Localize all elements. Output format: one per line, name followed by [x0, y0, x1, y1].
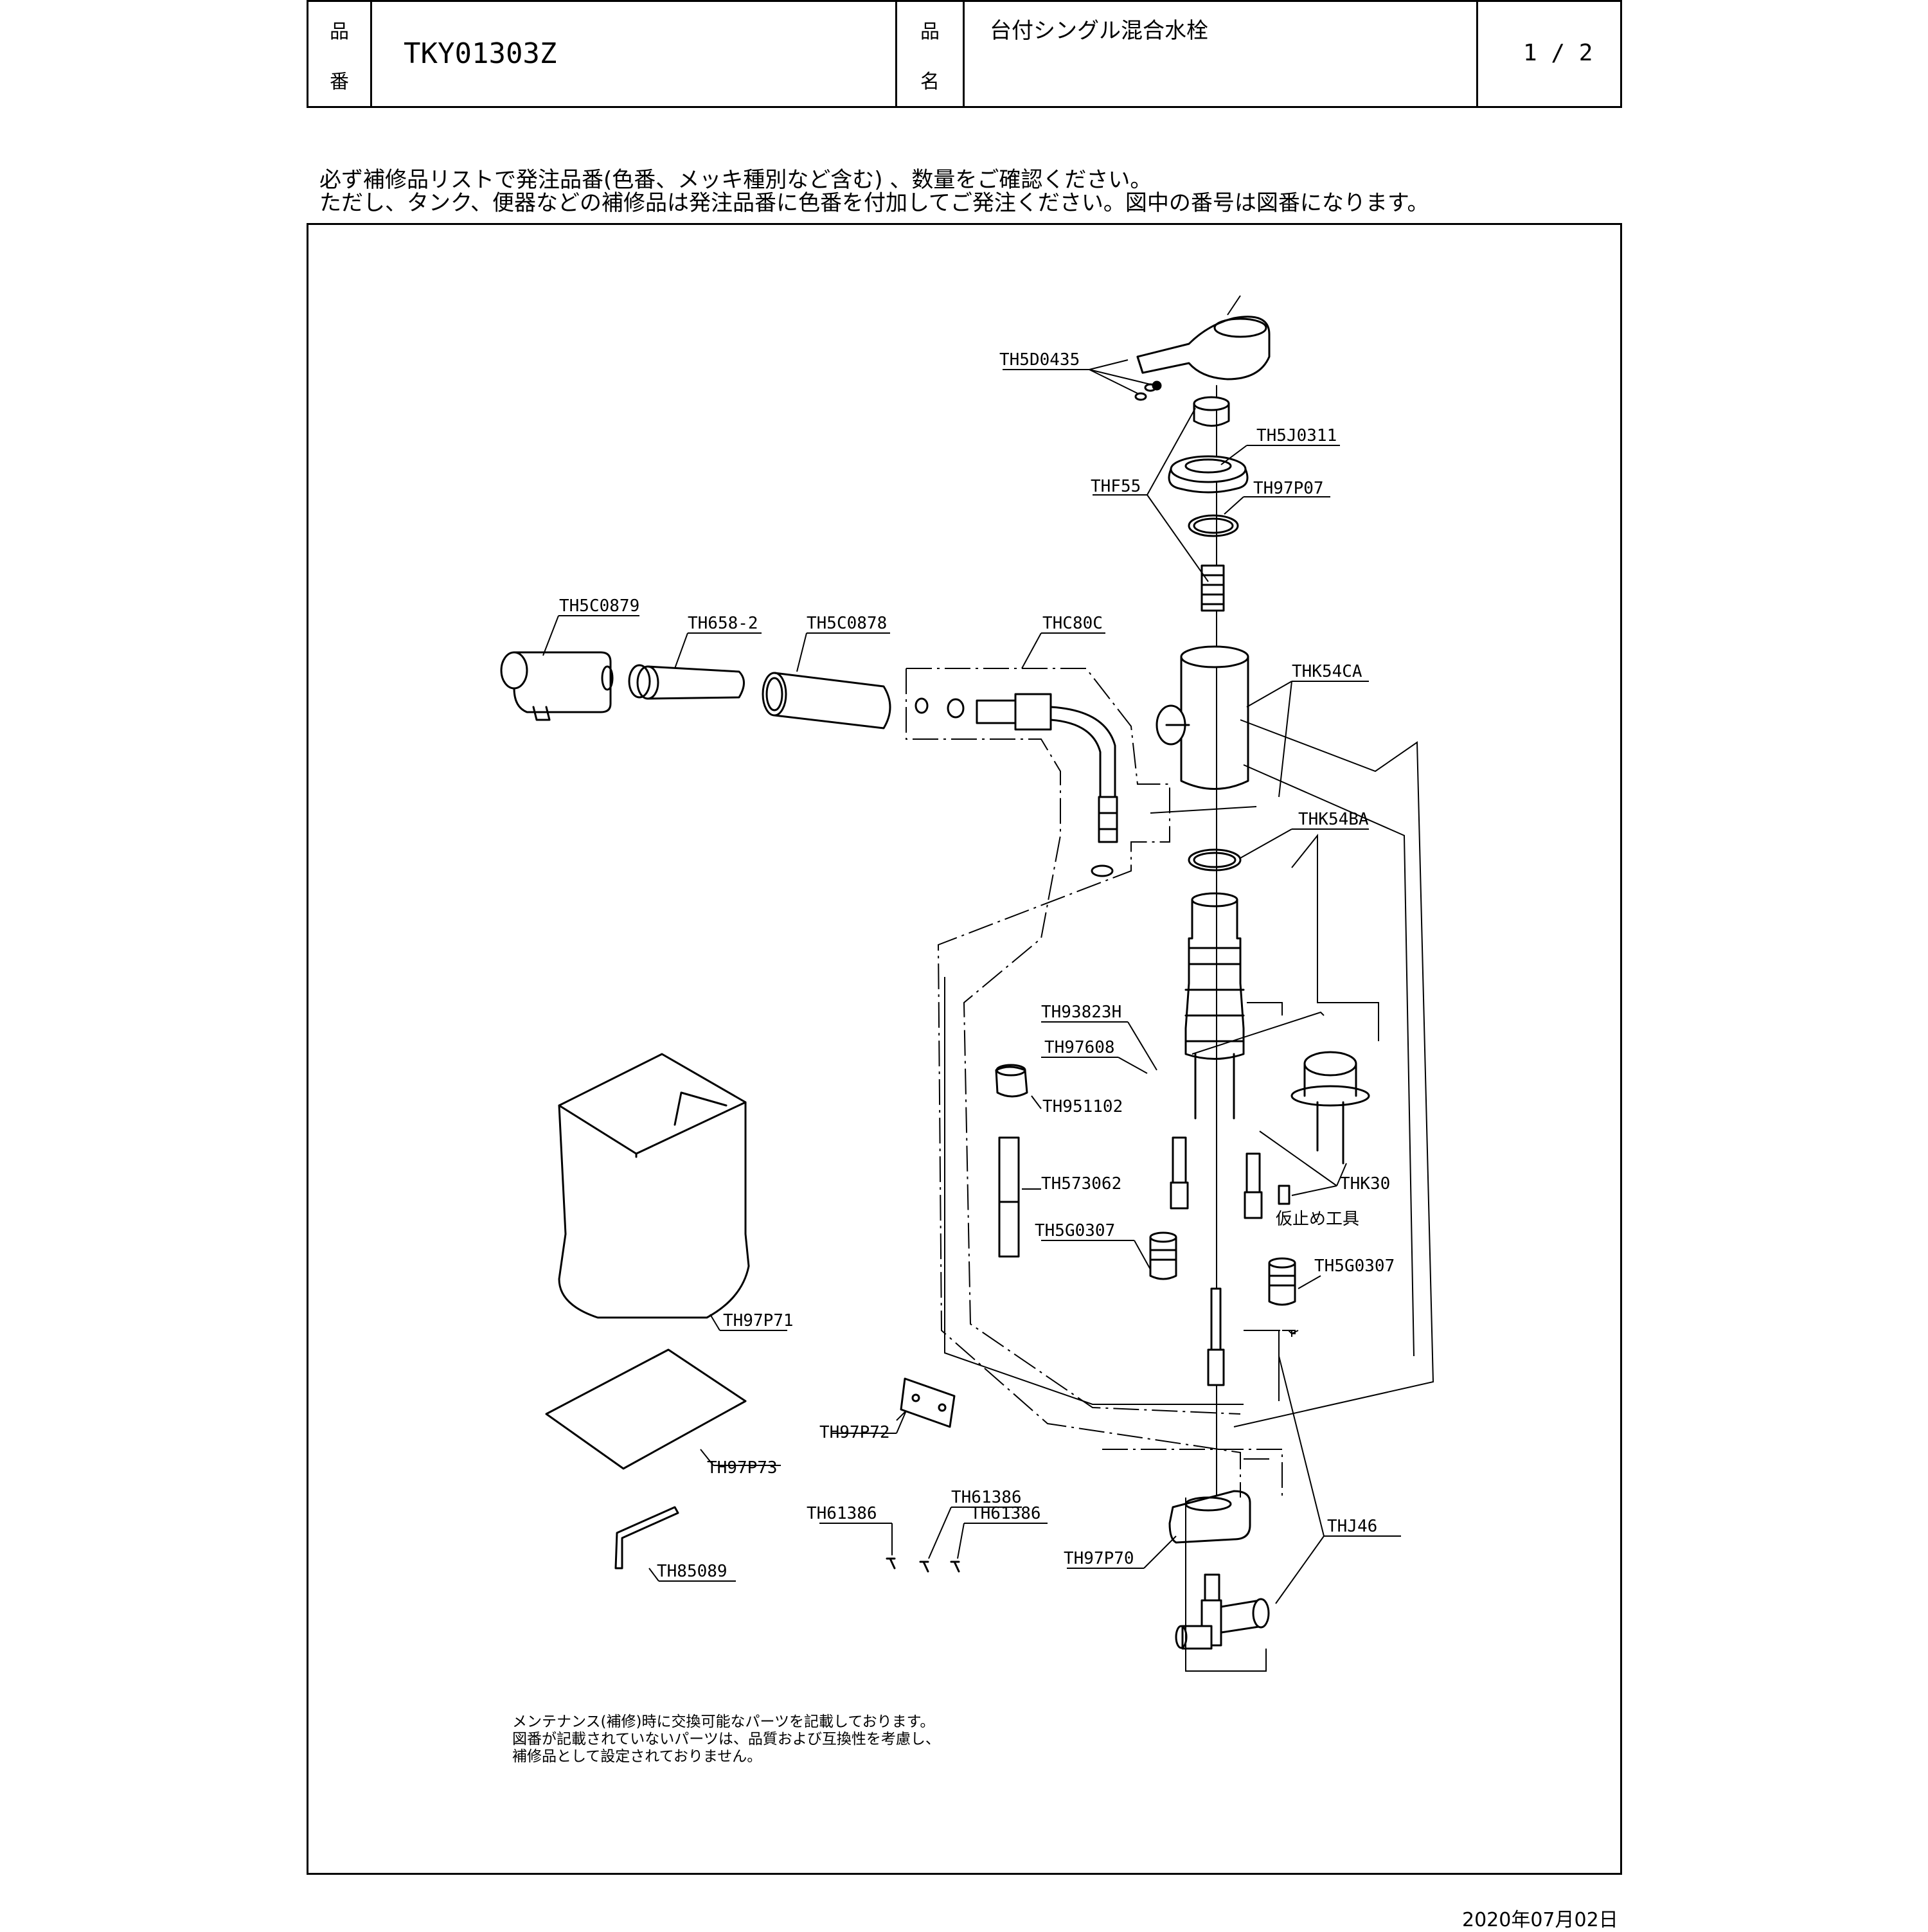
screw-part	[886, 1557, 896, 1570]
lower-assembly-outline	[1244, 1330, 1299, 1460]
part-label-TH5D0435: TH5D0435	[999, 350, 1080, 370]
hose-routing-outline-outer	[906, 668, 1241, 1498]
header-divider	[895, 0, 897, 108]
part-label-TH5J0311: TH5J0311	[1256, 426, 1337, 445]
order-note-line2: ただし、タンク、便器などの補修品は発注品番に色番を付加してご発注ください。図中の…	[319, 190, 1429, 216]
label-hinmei-2: 名	[920, 71, 940, 93]
part-label-THJ46: THJ46	[1327, 1517, 1377, 1536]
hose-assembly-part	[976, 693, 1118, 877]
spout-body-part	[1156, 645, 1249, 790]
threaded-insert-part	[1201, 564, 1225, 612]
part-label-TH5G0307-left: TH5G0307	[1035, 1221, 1115, 1240]
hex-wrench-part	[614, 1506, 679, 1570]
mounting-plate-part	[900, 1377, 956, 1428]
part-label-TH951102: TH951102	[1042, 1097, 1123, 1116]
part-label-TH658-2: TH658-2	[688, 614, 758, 633]
part-label-TH5C0878: TH5C0878	[807, 614, 887, 633]
drawing-frame	[307, 223, 1622, 1875]
washer-part	[915, 697, 929, 714]
part-label-TH97608: TH97608	[1044, 1038, 1115, 1057]
temporary-fix-tool	[1278, 1185, 1290, 1205]
screw-part	[1134, 392, 1147, 401]
header-divider	[1476, 0, 1478, 108]
part-label-TH85089: TH85089	[657, 1562, 727, 1581]
part-label-TH97P71: TH97P71	[723, 1311, 794, 1330]
label-hinban-2: 番	[330, 71, 349, 93]
lever-handle-part	[1136, 316, 1271, 391]
cold-supply-hose-part	[1244, 1152, 1263, 1219]
mounting-bracket-part	[1290, 1051, 1370, 1165]
part-label-TH97P73: TH97P73	[707, 1458, 778, 1478]
screw-part	[919, 1561, 929, 1573]
order-note-line1: 必ず補修品リストで発注品番(色番、メッキ種別など含む) 、数量をご確認ください。	[319, 167, 1152, 193]
part-label-TH61386-c: TH61386	[970, 1504, 1041, 1523]
fitting-part-left	[1149, 1231, 1177, 1280]
part-label-THK54CA: THK54CA	[1292, 662, 1362, 681]
shower-head-part	[500, 651, 614, 721]
product-name: 台付シングル混合水栓	[990, 18, 1208, 44]
stop-valve-part	[1175, 1573, 1270, 1650]
part-label-TH97P70: TH97P70	[1064, 1549, 1134, 1568]
part-label-TH93823H: TH93823H	[1041, 1003, 1121, 1022]
header-divider	[370, 0, 372, 108]
part-number: TKY01303Z	[404, 37, 557, 70]
part-label-TH5G0307-right: TH5G0307	[1314, 1257, 1395, 1276]
part-label-TH573062: TH573062	[1041, 1174, 1121, 1194]
protective-sheet-part	[545, 1348, 747, 1470]
base-o-ring-part	[1188, 848, 1242, 872]
maintenance-note-line2: 図番が記載されていないパーツは、品質および互換性を考慮し、	[512, 1731, 940, 1748]
center-rod-part	[1207, 1287, 1225, 1386]
protective-bag-part	[558, 1053, 750, 1319]
tool-label: 仮止め工具	[1276, 1210, 1359, 1229]
cap-part	[1193, 396, 1230, 427]
part-label-TH97P07: TH97P07	[1253, 479, 1324, 498]
spacer-part	[1168, 1490, 1251, 1544]
fitting-part-right	[1268, 1257, 1296, 1306]
label-hinban-1: 品	[330, 21, 349, 43]
hose-sleeve-part	[628, 664, 745, 700]
washer-part	[947, 698, 965, 719]
weight-part-lower	[998, 1201, 1020, 1258]
o-ring-part	[1188, 514, 1239, 537]
document-date: 2020年07月02日	[1462, 1909, 1618, 1931]
part-label-THK54BA: THK54BA	[1298, 810, 1369, 829]
dome-cover-part	[1168, 455, 1249, 494]
maintenance-note-line3: 補修品として設定されておりません。	[512, 1748, 762, 1765]
header-divider	[963, 0, 965, 108]
part-label-THC80C: THC80C	[1042, 614, 1103, 633]
part-label-TH97P72: TH97P72	[819, 1423, 890, 1442]
nut-part	[995, 1064, 1028, 1098]
part-label-THF55: THF55	[1091, 477, 1141, 496]
part-label-TH61386-a: TH61386	[807, 1504, 877, 1523]
pull-out-sleeve-part	[762, 672, 891, 729]
cartridge-part	[1184, 892, 1245, 1120]
part-label-TH5C0879: TH5C0879	[559, 596, 639, 616]
part-label-THK30: THK30	[1340, 1174, 1390, 1194]
valve-outline	[1102, 1449, 1283, 1498]
hot-supply-hose-part	[1170, 1136, 1189, 1210]
maintenance-note-line1: メンテナンス(補修)時に交換可能なパーツを記載しております。	[512, 1713, 935, 1730]
label-hinmei-1: 品	[920, 21, 940, 43]
weight-part-upper	[998, 1136, 1020, 1203]
screw-part	[950, 1561, 960, 1573]
page-indicator: 1 / 2	[1523, 40, 1593, 66]
hose-routing-outline-inner	[906, 668, 1241, 1415]
part-label-TH61386-b: TH61386	[951, 1488, 1022, 1507]
